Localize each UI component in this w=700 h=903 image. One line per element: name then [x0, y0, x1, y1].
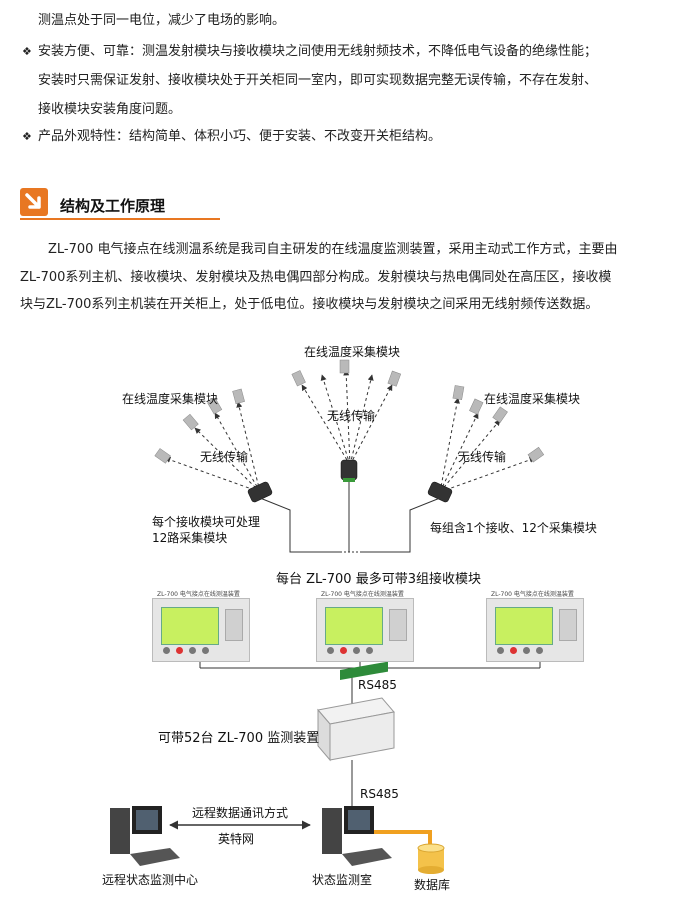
- label-remote-comm: 远程数据通讯方式: [192, 806, 289, 820]
- bullet-icon: ❖: [22, 45, 32, 58]
- host-panel: ZL-700 电气接点在线测温装置: [152, 591, 250, 662]
- section-title: 结构及工作原理: [60, 197, 166, 215]
- bullet-icon: ❖: [22, 130, 32, 143]
- status-room-computer-icon: [322, 806, 392, 866]
- label-wireless-right: 无线传输: [458, 450, 507, 464]
- label-internet: 英特网: [218, 832, 255, 846]
- label-receiver-left-2: 12路采集模块: [152, 531, 228, 545]
- label-status-room: 状态监测室: [312, 873, 373, 887]
- label-collect-left: 在线温度采集模块: [122, 392, 219, 406]
- host-panel: ZL-700 电气接点在线测温装置: [316, 591, 414, 662]
- bullet-1-line-1: 安装方便、可靠：测温发射模块与接收模块之间使用无线射频技术，不降低电气设备的绝缘…: [38, 44, 598, 59]
- label-collect-right: 在线温度采集模块: [484, 392, 581, 406]
- intro-line: 测温点处于同一电位，减少了电场的影响。: [38, 13, 286, 28]
- label-rs485-1: RS485: [358, 678, 397, 692]
- label-wireless-center: 无线传输: [327, 409, 376, 423]
- host-panel: ZL-700 电气接点在线测温装置: [486, 591, 584, 662]
- label-remote-center: 远程状态监测中心: [102, 873, 199, 887]
- label-rs485-2: RS485: [360, 787, 399, 801]
- label-host: 每台 ZL-700 最多可带3组接收模块: [276, 572, 481, 587]
- section-underline: [20, 218, 220, 220]
- section-paragraph-line-3: 块与ZL-700系列主机装在开关柜上，处于低电位。接收模块与发射模块之间采用无线…: [20, 297, 599, 312]
- section-paragraph-line-1: ZL-700 电气接点在线测温系统是我司自主研发的在线温度监测装置，采用主动式工…: [48, 242, 618, 257]
- label-receiver-left-1: 每个接收模块可处理: [152, 515, 261, 529]
- section-arrow-icon: [20, 188, 48, 216]
- label-database: 数据库: [414, 878, 451, 892]
- label-device: 可带52台 ZL-700 监测装置: [158, 731, 320, 746]
- bullet-1-line-3: 接收模块安装角度问题。: [38, 102, 182, 117]
- remote-computer-icon: [110, 806, 180, 866]
- label-collect-top: 在线温度采集模块: [304, 345, 401, 359]
- database-icon: [417, 843, 445, 874]
- section-paragraph-line-2: ZL-700系列主机、接收模块、发射模块及热电偶四部分构成。发射模块与热电偶同处…: [20, 270, 612, 285]
- bullet-2-line-1: 产品外观特性：结构简单、体积小巧、便于安装、不改变开关柜结构。: [38, 129, 442, 144]
- label-wireless-left: 无线传输: [200, 450, 249, 464]
- bullet-1-line-2: 安装时只需保证发射、接收模块处于开关柜同一室内，即可实现数据完整无误传输，不存在…: [38, 73, 598, 88]
- label-receiver-right: 每组含1个接收、12个采集模块: [430, 521, 597, 535]
